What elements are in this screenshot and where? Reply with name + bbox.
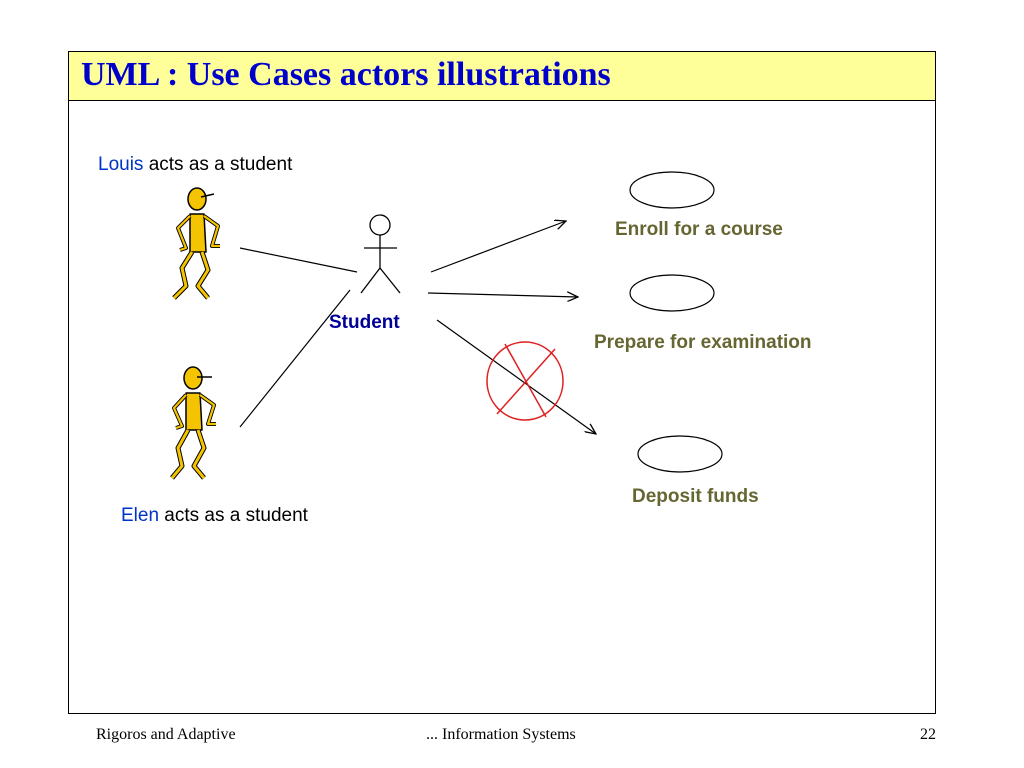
- use-case-deposit-label: Deposit funds: [632, 486, 759, 508]
- use-case-prepare-label: Prepare for examination: [594, 332, 812, 354]
- footer-left: Rigoros and Adaptive: [96, 726, 236, 744]
- louis-figure: [174, 188, 220, 298]
- arrow-to-enroll: [431, 221, 566, 272]
- elen-role-text: acts as a student: [159, 505, 308, 526]
- prohibited-cross-icon: [487, 342, 563, 420]
- elen-caption: Elen acts as a student: [121, 505, 308, 527]
- louis-caption: Louis acts as a student: [98, 154, 292, 176]
- student-actor-icon: [361, 215, 400, 293]
- louis-role-text: acts as a student: [143, 154, 292, 175]
- arrow-to-prepare: [428, 293, 578, 297]
- use-case-enroll-ellipse: [630, 172, 714, 208]
- arrow-to-deposit: [437, 320, 596, 434]
- elen-figure: [172, 367, 216, 478]
- footer-center: ... Information Systems: [426, 726, 576, 744]
- louis-to-student-line: [240, 248, 357, 272]
- use-case-enroll-label: Enroll for a course: [615, 219, 783, 241]
- elen-name: Elen: [121, 505, 159, 526]
- use-case-deposit-ellipse: [638, 436, 722, 472]
- page-number: 22: [920, 726, 936, 744]
- elen-to-student-line: [240, 290, 350, 427]
- student-actor-label: Student: [329, 312, 400, 334]
- louis-name: Louis: [98, 154, 143, 175]
- use-case-prepare-ellipse: [630, 275, 714, 311]
